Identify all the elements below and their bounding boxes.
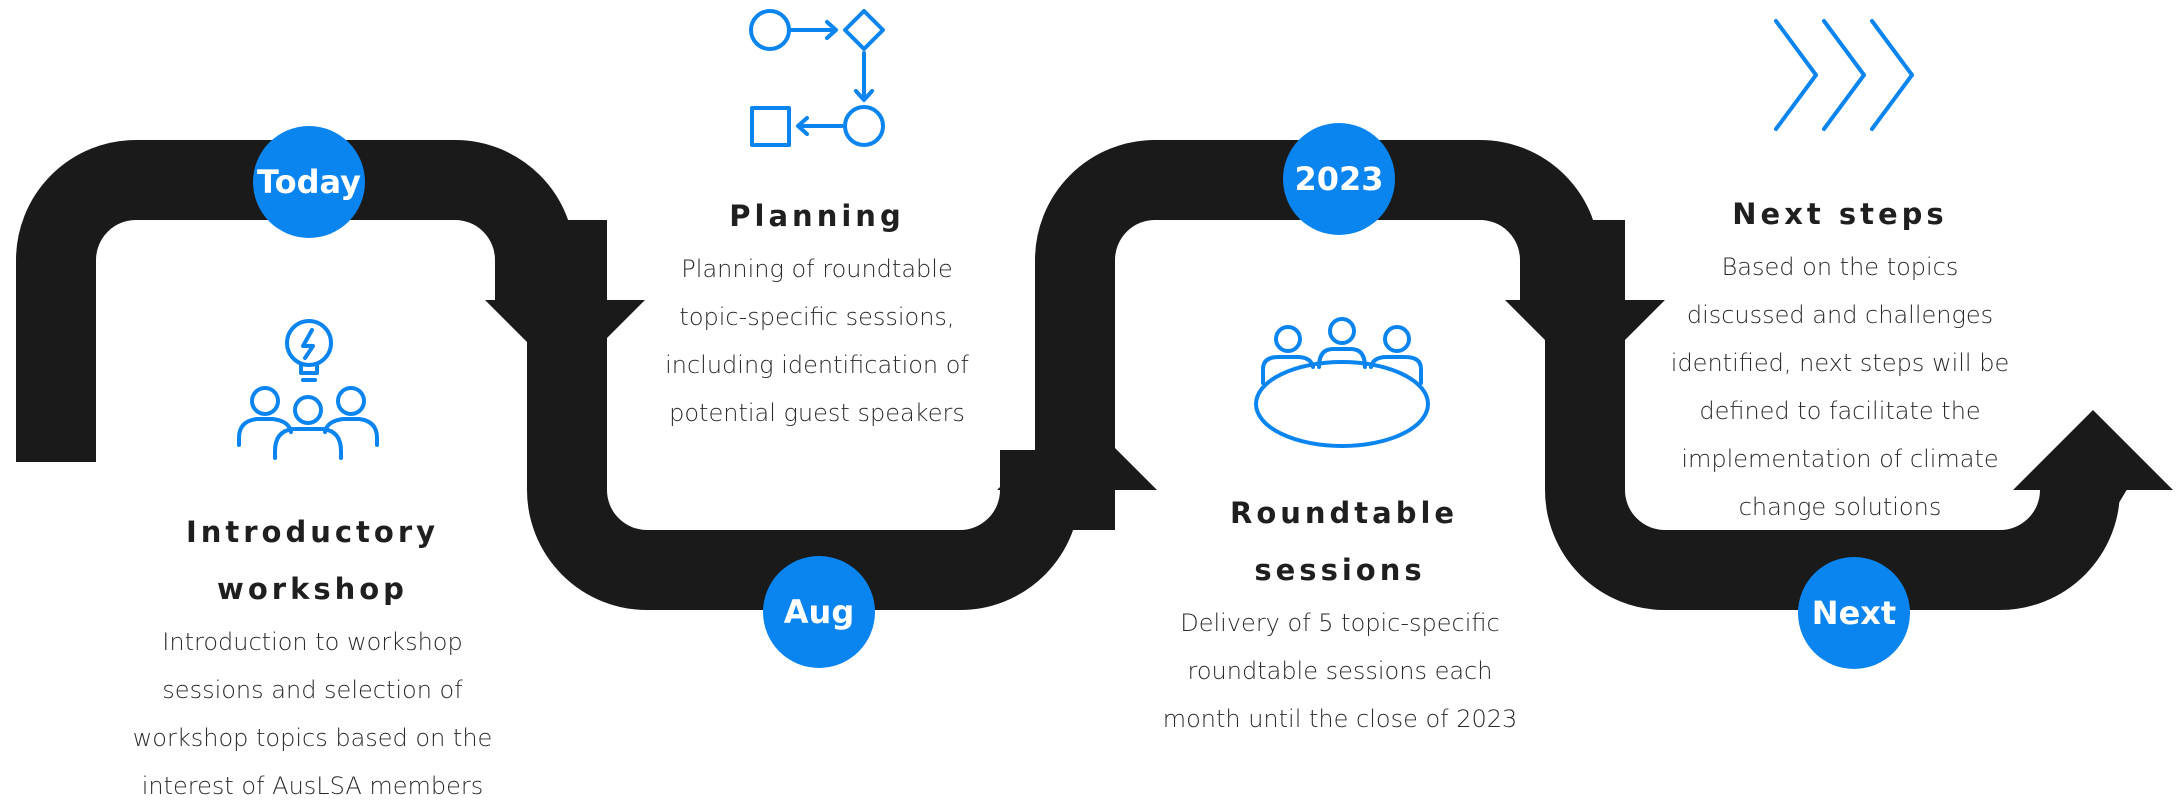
workflow-icon [747, 8, 892, 150]
idea-people-icon [233, 318, 383, 463]
stage-description: Planning of roundtable topic-specific se… [665, 255, 969, 427]
marker-today: Today [253, 126, 365, 238]
stage-introductory: Introductory workshop Introduction to wo… [110, 504, 515, 810]
road-arrow-down-2 [1505, 300, 1665, 380]
stage-title: Roundtable sessions [1230, 496, 1459, 587]
stage-description: Introduction to workshop sessions and se… [132, 628, 493, 800]
stage-planning: Planning Planning of roundtable topic-sp… [612, 188, 1022, 437]
roundtable-icon [1253, 315, 1433, 455]
marker-2023: 2023 [1283, 123, 1395, 235]
stage-title: Next steps [1732, 197, 1948, 231]
stage-title: Introductory workshop [185, 515, 440, 606]
stage-description: Based on the topics discussed and challe… [1670, 253, 2010, 521]
road-arrow-down-1 [485, 300, 645, 380]
road-arrow-up-1 [997, 410, 1157, 490]
stage-title: Planning [729, 199, 905, 233]
stage-roundtable: Roundtable sessions Delivery of 5 topic-… [1135, 485, 1545, 743]
road-arrow-head [2013, 410, 2173, 490]
chevrons-right-icon [1768, 17, 1918, 137]
marker-aug: Aug [763, 556, 875, 668]
marker-next: Next [1798, 557, 1910, 669]
stage-description: Delivery of 5 topic-specific roundtable … [1162, 609, 1518, 733]
stage-next-steps: Next steps Based on the topics discussed… [1640, 186, 2040, 531]
